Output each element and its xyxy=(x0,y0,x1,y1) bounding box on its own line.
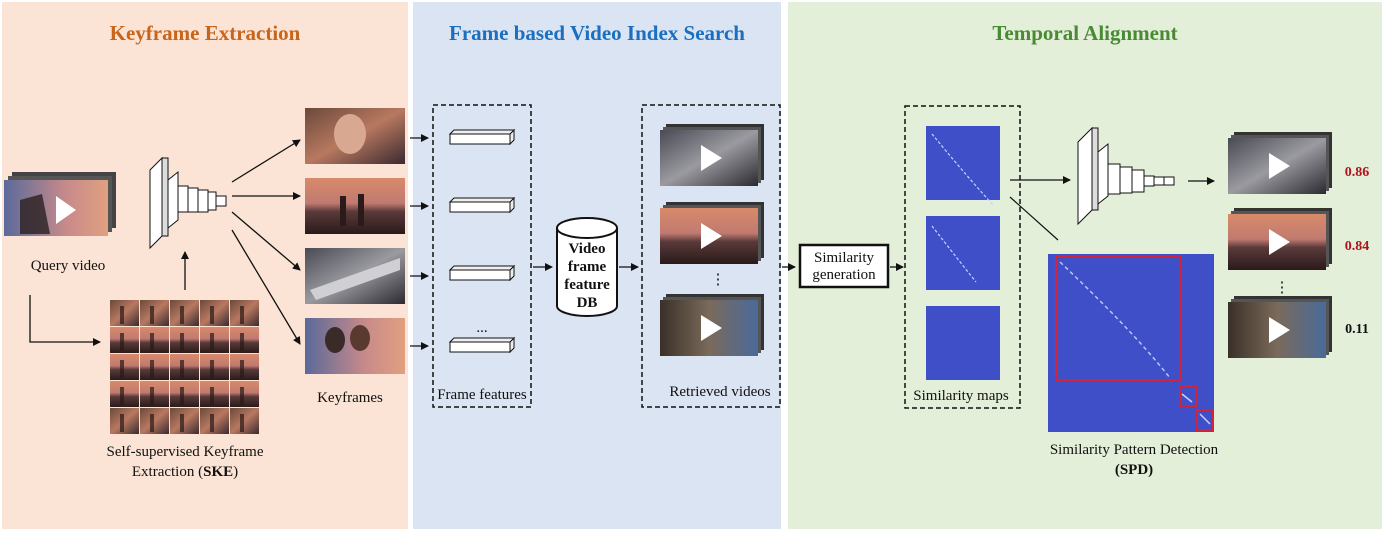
spd-label-line2: (SPD) xyxy=(1115,462,1153,478)
similarity-maps-box xyxy=(904,105,1021,409)
similarity-generation-line1: Similarity xyxy=(814,250,875,266)
spd-highlight-small-2 xyxy=(1196,409,1214,431)
feature-vector-1 xyxy=(448,128,516,146)
similarity-generation-box xyxy=(798,243,890,289)
feature-vector-4 xyxy=(448,336,516,354)
keyframe-grid-cell xyxy=(140,381,169,407)
retrieved-video-3 xyxy=(660,294,764,356)
score-list: 0.86 0.84 0.11 xyxy=(1345,165,1370,337)
query-video-thumbnail xyxy=(4,172,116,236)
keyframe-grid-cell xyxy=(110,354,139,380)
cnn-encoder-icon xyxy=(149,156,227,250)
keyframe-grid-cell xyxy=(200,300,229,326)
temporal-alignment-title: Temporal Alignment xyxy=(992,21,1177,45)
keyframe-3 xyxy=(305,248,405,304)
spd-similarity-map xyxy=(1048,254,1214,432)
keyframe-grid-cell xyxy=(200,381,229,407)
retrieved-dots: ⋮ xyxy=(711,272,726,288)
spd-highlight-main xyxy=(1055,255,1181,381)
frame-features-label: Frame features xyxy=(437,387,527,403)
keyframe-4 xyxy=(305,318,405,374)
similarity-map-2 xyxy=(926,216,1000,290)
retrieved-video-1 xyxy=(660,124,764,186)
keyframe-grid-cell xyxy=(230,354,259,380)
keyframe-grid-cell xyxy=(200,327,229,353)
keyframe-grid-cell xyxy=(170,327,199,353)
keyframe-grid-cell xyxy=(110,327,139,353)
keyframe-grid-cell xyxy=(170,354,199,380)
result-video-1 xyxy=(1228,132,1332,194)
db-label-line3: feature xyxy=(564,277,610,293)
similarity-map-list xyxy=(926,126,1000,380)
result-video-list xyxy=(1228,132,1332,358)
play-icon xyxy=(701,315,722,341)
play-icon xyxy=(1269,229,1290,255)
keyframe-grid-cell xyxy=(170,408,199,434)
play-icon xyxy=(701,223,722,249)
spd-label-line1: Similarity Pattern Detection xyxy=(1050,442,1219,458)
keyframe-2 xyxy=(305,178,405,234)
ske-label-line2: Extraction (SKE) xyxy=(132,464,238,480)
result-dots: ⋮ xyxy=(1275,280,1290,296)
spd-cnn-icon xyxy=(1077,126,1175,226)
similarity-generation-line2: generation xyxy=(812,267,876,283)
retrieved-video-list xyxy=(660,124,764,356)
keyframe-grid-image xyxy=(110,300,259,434)
keyframe-grid-cell xyxy=(200,408,229,434)
play-icon xyxy=(1269,317,1290,343)
ske-label-line1: Self-supervised Keyframe xyxy=(106,444,263,460)
keyframe-extraction-title: Keyframe Extraction xyxy=(110,21,301,45)
keyframe-grid-cell xyxy=(110,381,139,407)
keyframe-grid-cell xyxy=(170,381,199,407)
keyframe-grid-cell xyxy=(140,300,169,326)
query-video-label: Query video xyxy=(31,258,106,274)
score-1: 0.86 xyxy=(1345,165,1370,180)
keyframe-1 xyxy=(305,108,405,164)
keyframes-label: Keyframes xyxy=(317,390,383,406)
keyframe-grid-cell xyxy=(110,300,139,326)
retrieved-video-2 xyxy=(660,202,764,264)
result-video-2 xyxy=(1228,208,1332,270)
keyframe-grid-cell xyxy=(110,408,139,434)
keyframe-grid-cell xyxy=(170,300,199,326)
play-icon xyxy=(1269,153,1290,179)
keyframe-grid-cell xyxy=(230,300,259,326)
feature-vectors xyxy=(448,128,516,354)
similarity-maps-label: Similarity maps xyxy=(913,388,1009,404)
score-2: 0.84 xyxy=(1345,239,1370,254)
index-search-title: Frame based Video Index Search xyxy=(449,21,745,45)
score-3: 0.11 xyxy=(1345,322,1369,337)
db-label-line2: frame xyxy=(568,259,607,275)
retrieved-videos-box xyxy=(641,104,781,408)
db-label-line4: DB xyxy=(577,295,598,311)
similarity-map-3 xyxy=(926,306,1000,380)
frame-features-box xyxy=(432,104,532,408)
keyframe-grid-cell xyxy=(140,354,169,380)
retrieved-videos-label: Retrieved videos xyxy=(669,384,770,400)
db-label-line1: Video xyxy=(569,241,606,257)
similarity-map-1 xyxy=(926,126,1000,207)
spd-highlight-small-1 xyxy=(1179,385,1197,407)
feature-vector-3 xyxy=(448,264,516,282)
feature-vector-2 xyxy=(448,196,516,214)
keyframe-grid-cell xyxy=(230,327,259,353)
result-video-3 xyxy=(1228,296,1332,358)
video-frame-feature-db xyxy=(556,217,618,317)
keyframe-grid-cell xyxy=(200,354,229,380)
feature-dots: ... xyxy=(476,320,487,336)
keyframe-grid-cell xyxy=(140,327,169,353)
keyframe-grid-cell xyxy=(230,408,259,434)
play-icon xyxy=(56,196,76,224)
keyframe-grid-cell xyxy=(140,408,169,434)
play-icon xyxy=(701,145,722,171)
keyframe-grid-cell xyxy=(230,381,259,407)
